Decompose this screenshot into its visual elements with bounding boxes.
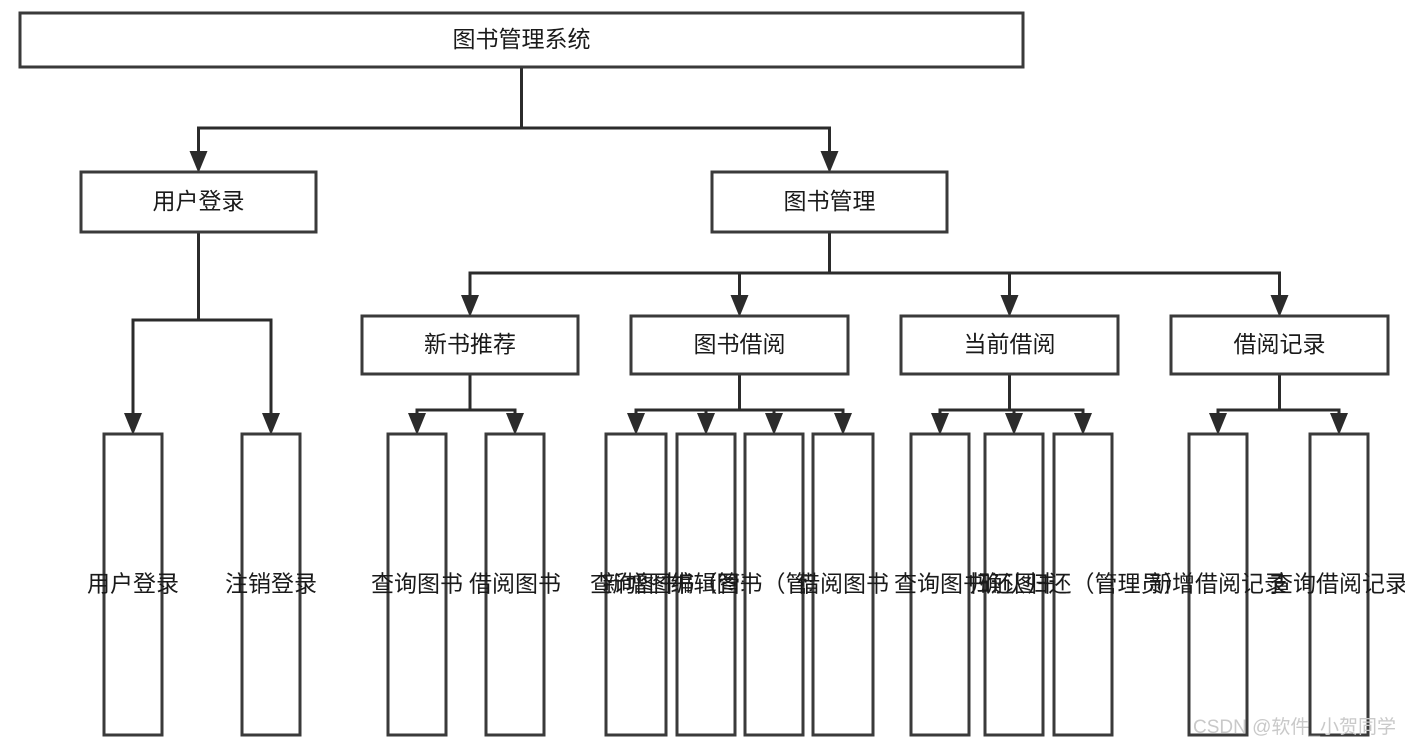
node-label-leaf-query-book-3: 查询图书 <box>894 571 986 597</box>
arrow-head-icon <box>124 413 142 435</box>
arrow-head-icon <box>1270 295 1289 317</box>
arrow-head-icon <box>1074 413 1092 435</box>
node-current-borrow[interactable]: 当前借阅 <box>899 314 1120 376</box>
node-label-leaf-logout: 注销登录 <box>225 571 317 597</box>
node-box-book-manage <box>710 170 949 234</box>
node-label-current-borrow: 当前借阅 <box>964 331 1056 357</box>
node-label-leaf-query-book-2: 查询图书 <box>590 571 682 597</box>
node-label-leaf-return-book: 归还图书 <box>968 571 1060 597</box>
edge-group-user-login <box>124 230 280 435</box>
edge-group-book-manage <box>461 230 1289 317</box>
node-box-current-borrow <box>899 314 1120 376</box>
edge-group-new-book-rec <box>408 372 524 435</box>
arrow-head-icon <box>1005 413 1023 435</box>
edge-group-borrow-record <box>1209 372 1348 435</box>
node-label-leaf-query-book-1: 查询图书 <box>371 571 463 597</box>
node-book-borrow[interactable]: 图书借阅 <box>629 314 850 376</box>
arrow-head-icon <box>765 413 783 435</box>
node-label-leaf-add-record: 新增借阅记录 <box>1149 571 1287 597</box>
node-leaf-logout[interactable]: 注销登录 <box>225 432 317 737</box>
node-label-book-manage: 图书管理 <box>784 188 876 214</box>
node-leaf-user-login[interactable]: 用户登录 <box>87 432 179 737</box>
node-label-leaf-query-record: 查询借阅记录 <box>1270 571 1405 597</box>
node-leaf-return-book[interactable]: 归还图书 <box>968 432 1060 737</box>
node-label-root: 图书管理系统 <box>453 26 591 52</box>
arrow-head-icon <box>189 151 208 173</box>
arrow-head-icon <box>1330 413 1348 435</box>
arrow-head-icon <box>931 413 949 435</box>
node-box-leaf-query-book-2 <box>604 432 668 737</box>
arrow-head-icon <box>627 413 645 435</box>
node-boxes-layer: 图书管理系统用户登录图书管理新书推荐图书借阅当前借阅借阅记录用户登录注销登录查询… <box>18 11 1405 737</box>
edge-group-book-borrow <box>627 372 852 435</box>
node-borrow-record[interactable]: 借阅记录 <box>1169 314 1390 376</box>
node-box-leaf-user-login <box>102 432 164 737</box>
arrow-head-icon <box>506 413 524 435</box>
node-label-book-borrow: 图书借阅 <box>694 331 786 357</box>
connectors-layer <box>124 65 1348 435</box>
node-leaf-query-book-3[interactable]: 查询图书 <box>894 432 986 737</box>
node-box-leaf-add-record <box>1187 432 1249 737</box>
node-leaf-query-record[interactable]: 查询借阅记录 <box>1270 432 1405 737</box>
node-label-leaf-borrow-book-1: 借阅图书 <box>469 571 561 597</box>
node-box-leaf-logout <box>240 432 302 737</box>
node-leaf-edit-book[interactable]: 编辑图书（管理员） <box>671 432 878 737</box>
node-book-manage[interactable]: 图书管理 <box>710 170 949 234</box>
arrow-head-icon <box>834 413 852 435</box>
arrow-head-icon <box>820 151 839 173</box>
node-box-leaf-borrow-book-1 <box>484 432 546 737</box>
node-box-root <box>18 11 1025 69</box>
node-leaf-borrow-book-1[interactable]: 借阅图书 <box>469 432 561 737</box>
node-label-leaf-confirm-return: 确认归还（管理员） <box>980 571 1187 597</box>
node-label-borrow-record: 借阅记录 <box>1234 331 1326 357</box>
node-label-user-login: 用户登录 <box>153 188 245 214</box>
node-box-borrow-record <box>1169 314 1390 376</box>
node-box-leaf-add-book <box>675 432 737 737</box>
node-box-leaf-query-book-1 <box>386 432 448 737</box>
edge-group-current-borrow <box>931 372 1092 435</box>
node-box-leaf-edit-book <box>743 432 805 737</box>
node-leaf-borrow-book-2[interactable]: 借阅图书 <box>797 432 889 737</box>
node-box-leaf-query-book-3 <box>909 432 971 737</box>
csdn-watermark: CSDN @软件_小贺同学 <box>1193 716 1396 738</box>
node-leaf-add-record[interactable]: 新增借阅记录 <box>1149 432 1287 737</box>
node-box-leaf-return-book <box>983 432 1045 737</box>
node-box-leaf-confirm-return <box>1052 432 1114 737</box>
arrow-head-icon <box>1209 413 1227 435</box>
arrow-head-icon <box>697 413 715 435</box>
node-label-leaf-user-login: 用户登录 <box>87 571 179 597</box>
arrow-head-icon <box>408 413 426 435</box>
node-new-book-rec[interactable]: 新书推荐 <box>360 314 580 376</box>
node-leaf-query-book-2[interactable]: 查询图书 <box>590 432 682 737</box>
arrow-head-icon <box>1000 295 1019 317</box>
arrow-head-icon <box>461 295 479 317</box>
node-label-new-book-rec: 新书推荐 <box>424 331 516 357</box>
node-box-user-login <box>79 170 318 234</box>
node-box-new-book-rec <box>360 314 580 376</box>
arrow-head-icon <box>730 295 749 317</box>
node-box-leaf-borrow-book-2 <box>811 432 875 737</box>
node-label-leaf-borrow-book-2: 借阅图书 <box>797 571 889 597</box>
node-user-login[interactable]: 用户登录 <box>79 170 318 234</box>
node-leaf-confirm-return[interactable]: 确认归还（管理员） <box>980 432 1187 737</box>
node-root[interactable]: 图书管理系统 <box>18 11 1025 69</box>
node-box-book-borrow <box>629 314 850 376</box>
edge-group-root <box>189 65 839 173</box>
node-leaf-query-book-1[interactable]: 查询图书 <box>371 432 463 737</box>
arrow-head-icon <box>262 413 280 435</box>
node-box-leaf-query-record <box>1308 432 1370 737</box>
